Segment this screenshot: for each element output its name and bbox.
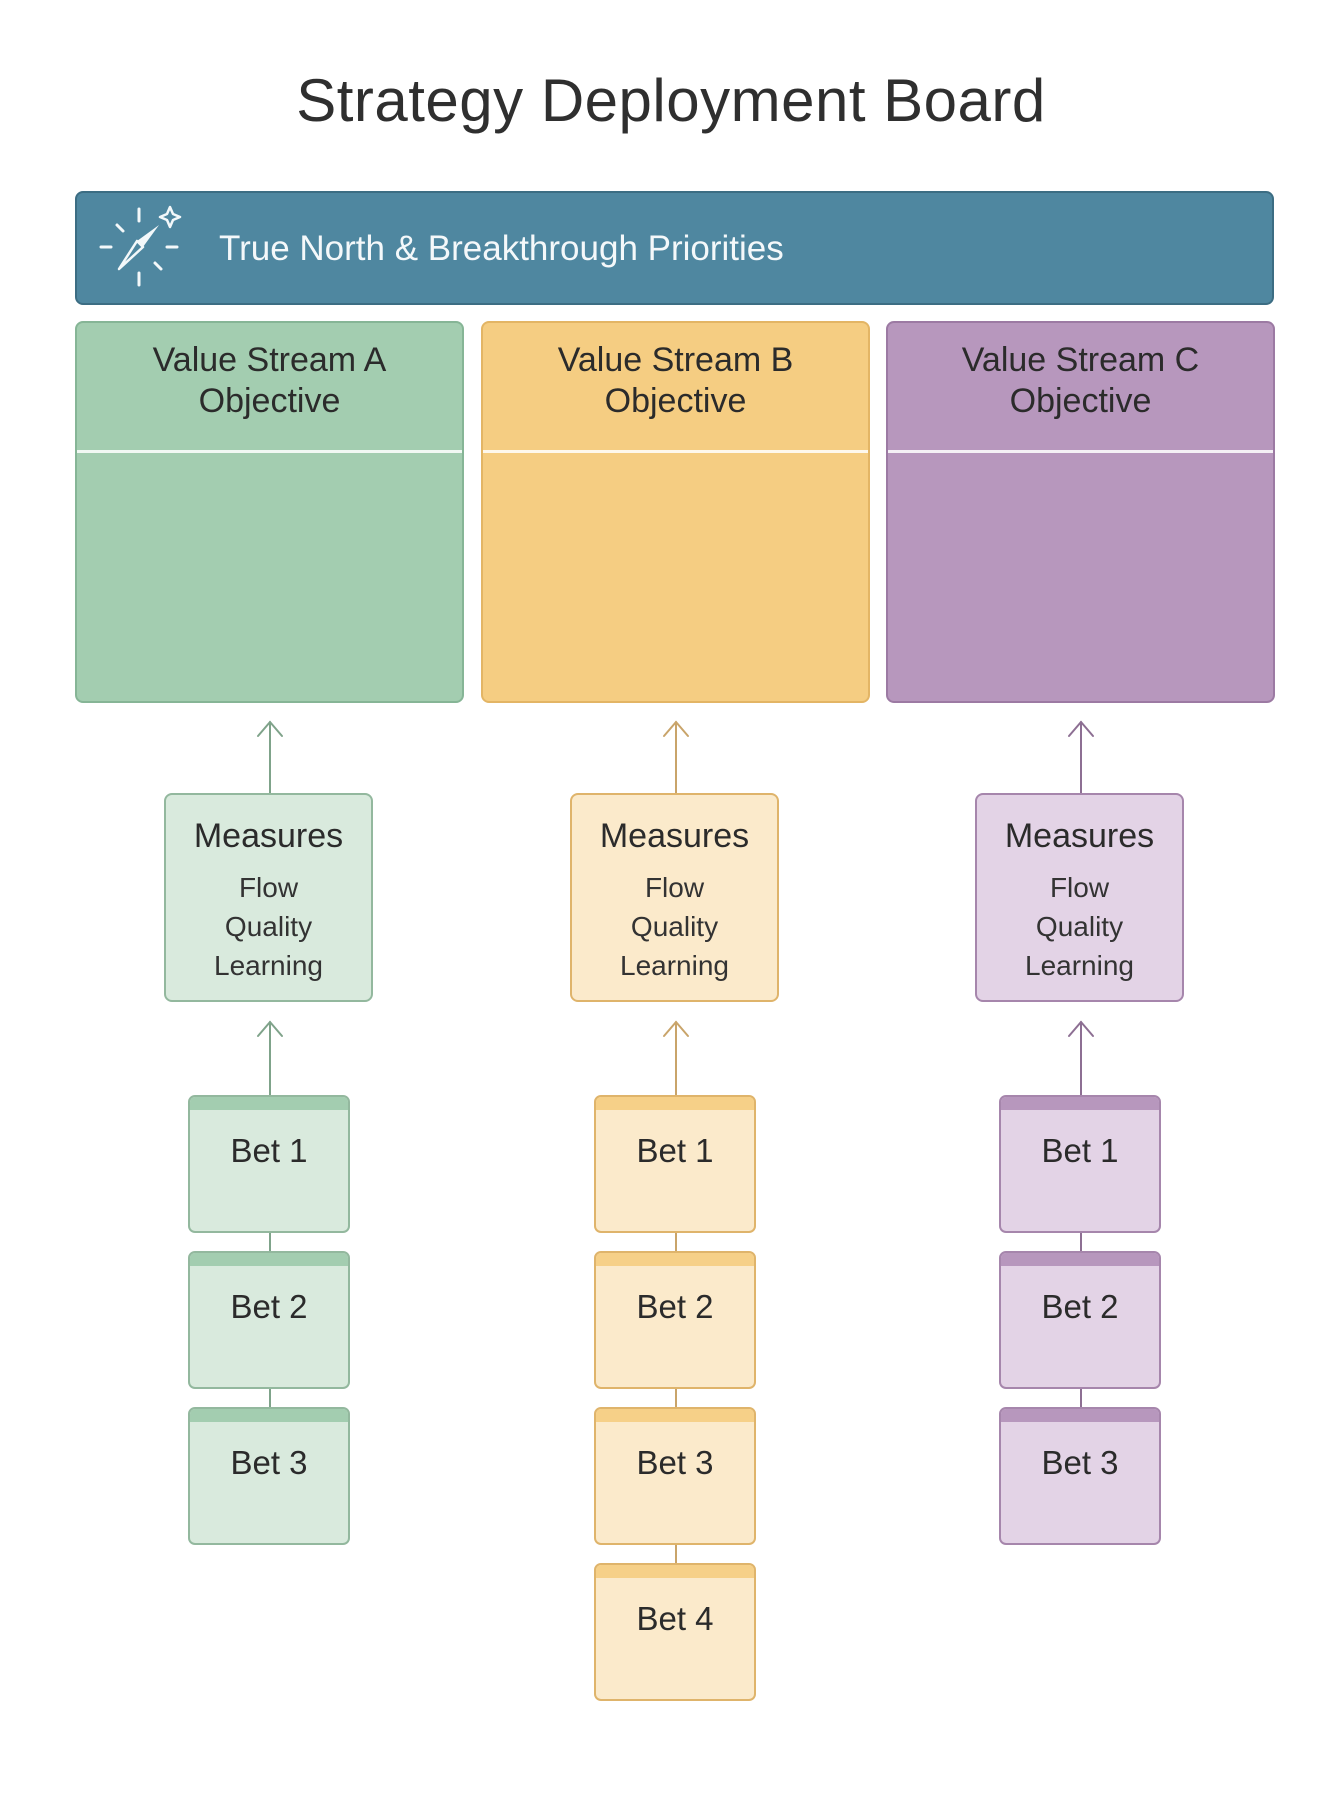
bet-strip [596, 1565, 754, 1578]
bet-card: Bet 3 [188, 1407, 350, 1545]
bet-label: Bet 1 [230, 1132, 308, 1169]
bet-strip [190, 1409, 348, 1422]
bet-label: Bet 3 [230, 1444, 308, 1481]
bet-strip [596, 1409, 754, 1422]
bet-label: Bet 2 [1041, 1288, 1119, 1325]
true-north-banner: True North & Breakthrough Priorities [75, 191, 1274, 305]
arrow-head-icon [1068, 720, 1094, 737]
objective-card-b: Value Stream B Objective [481, 321, 870, 703]
compass-sparkle-icon [99, 205, 182, 287]
bet-label: Bet 3 [1041, 1444, 1119, 1481]
objective-header-c: Value Stream C Objective [888, 323, 1273, 453]
banner-label: True North & Breakthrough Priorities [219, 229, 784, 268]
bet-strip [596, 1097, 754, 1110]
measure-item: Quality [224, 911, 313, 942]
measure-item: Quality [1035, 911, 1124, 942]
objective-card-a: Value Stream A Objective [75, 321, 464, 703]
objective-title: Value Stream B Objective [557, 340, 794, 420]
page-title: Strategy Deployment Board [296, 67, 1046, 134]
bet-card: Bet 2 [594, 1251, 756, 1389]
bet-label: Bet 3 [636, 1444, 714, 1481]
measures-card-b: Measures Flow Quality Learning [570, 793, 779, 1002]
bet-strip [1001, 1409, 1159, 1422]
measures-list: Flow Quality Learning [572, 868, 777, 985]
objective-header-b: Value Stream B Objective [483, 323, 868, 453]
bet-label: Bet 4 [636, 1600, 714, 1637]
measure-item: Learning [620, 950, 729, 981]
bet-strip [1001, 1097, 1159, 1110]
bet-card: Bet 3 [999, 1407, 1161, 1545]
bet-card: Bet 1 [188, 1095, 350, 1233]
objective-title: Value Stream C Objective [961, 340, 1200, 420]
bet-strip [1001, 1253, 1159, 1266]
bet-card: Bet 1 [594, 1095, 756, 1233]
bet-label: Bet 2 [230, 1288, 308, 1325]
measure-item: Flow [644, 872, 705, 903]
measure-item: Flow [238, 872, 299, 903]
measures-title: Measures [1004, 817, 1155, 855]
bet-strip [596, 1253, 754, 1266]
measures-title: Measures [193, 817, 344, 855]
arrow-head-icon [257, 1020, 283, 1037]
measures-list: Flow Quality Learning [977, 868, 1182, 985]
bet-strip [190, 1097, 348, 1110]
objective-header-a: Value Stream A Objective [77, 323, 462, 453]
bet-strip [190, 1253, 348, 1266]
measures-card-c: Measures Flow Quality Learning [975, 793, 1184, 1002]
measures-card-a: Measures Flow Quality Learning [164, 793, 373, 1002]
bet-card: Bet 2 [188, 1251, 350, 1389]
bet-card: Bet 3 [594, 1407, 756, 1545]
bet-label: Bet 1 [1041, 1132, 1119, 1169]
measure-item: Learning [214, 950, 323, 981]
bet-card: Bet 1 [999, 1095, 1161, 1233]
arrow-head-icon [663, 1020, 689, 1037]
bet-card: Bet 4 [594, 1563, 756, 1701]
bet-label: Bet 1 [636, 1132, 714, 1169]
measure-item: Learning [1025, 950, 1134, 981]
arrow-head-icon [663, 720, 689, 737]
bet-card: Bet 2 [999, 1251, 1161, 1389]
objective-title: Value Stream A Objective [152, 340, 387, 420]
measure-item: Flow [1049, 872, 1110, 903]
arrow-head-icon [1068, 1020, 1094, 1037]
bet-label: Bet 2 [636, 1288, 714, 1325]
measure-item: Quality [630, 911, 719, 942]
measures-list: Flow Quality Learning [166, 868, 371, 985]
objective-card-c: Value Stream C Objective [886, 321, 1275, 703]
measures-title: Measures [599, 817, 750, 855]
arrow-head-icon [257, 720, 283, 737]
